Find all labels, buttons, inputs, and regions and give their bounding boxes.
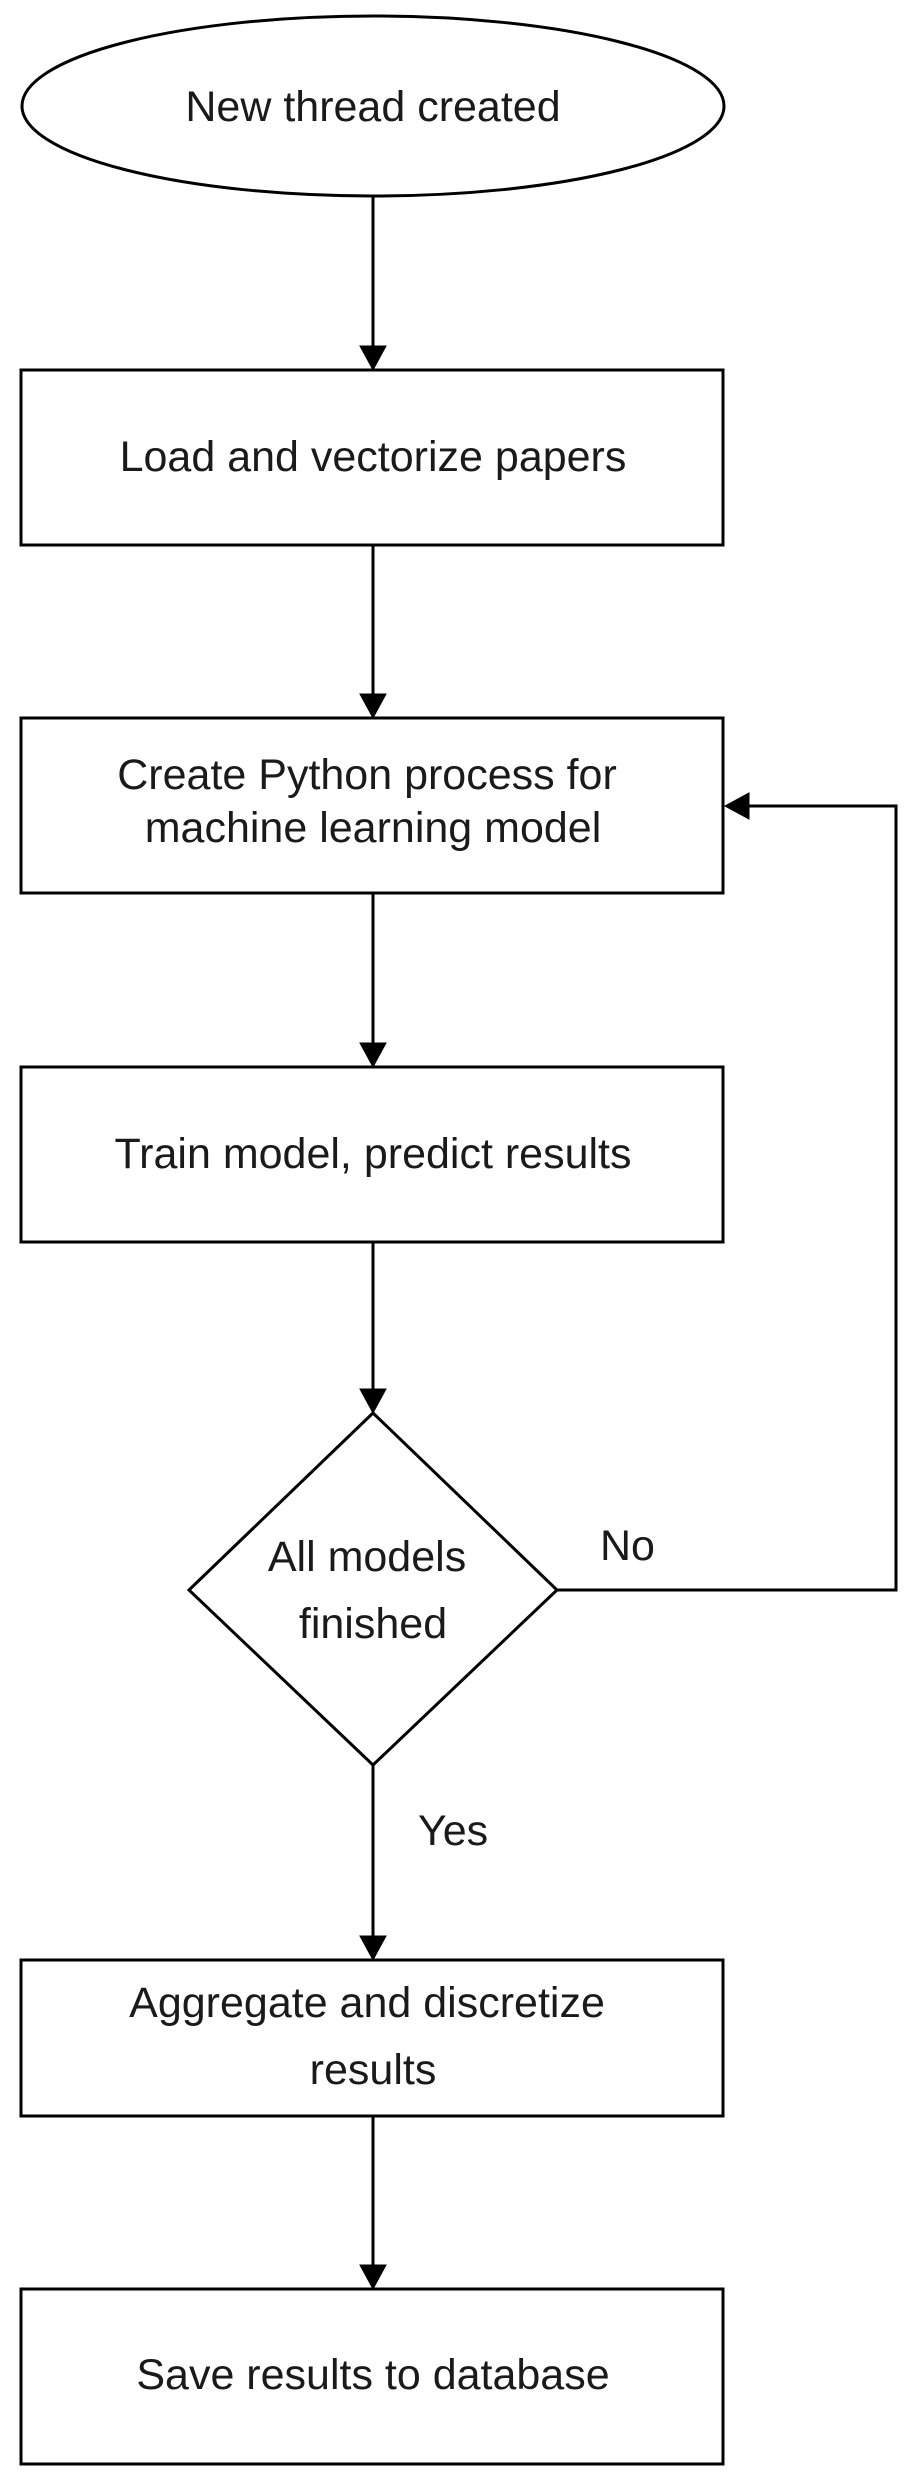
train-model-node [19,1065,725,1244]
create-process-label: Create Python process for machine learni… [117,751,628,852]
save-results-node [19,2287,725,2466]
load-papers-node [19,368,725,547]
aggregate-label: Aggregate and discretize results [129,1979,617,2094]
decision-node [186,1410,560,1768]
arrowhead-icon [359,345,387,372]
save-results-label: Save results to database [136,2351,609,2399]
arrowhead-icon [359,2264,387,2291]
yes-edge-label: Yes [418,1807,488,1855]
train-model-label: Train model, predict results [115,1130,632,1178]
arrowhead-icon [359,693,387,720]
aggregate-node [19,1958,725,2118]
create-process-node [19,716,725,895]
no-edge-label: No [600,1522,655,1570]
arrowhead-icon [359,1935,387,1962]
arrowhead-icon [723,792,750,820]
start-node-label: New thread created [185,83,560,131]
start-node [20,14,726,198]
decision-label: All models finished [268,1533,478,1648]
arrow-decision-no-loop [557,804,898,1592]
load-papers-label: Load and vectorize papers [120,433,627,481]
arrowhead-icon [359,1042,387,1069]
arrowhead-icon [359,1388,387,1415]
